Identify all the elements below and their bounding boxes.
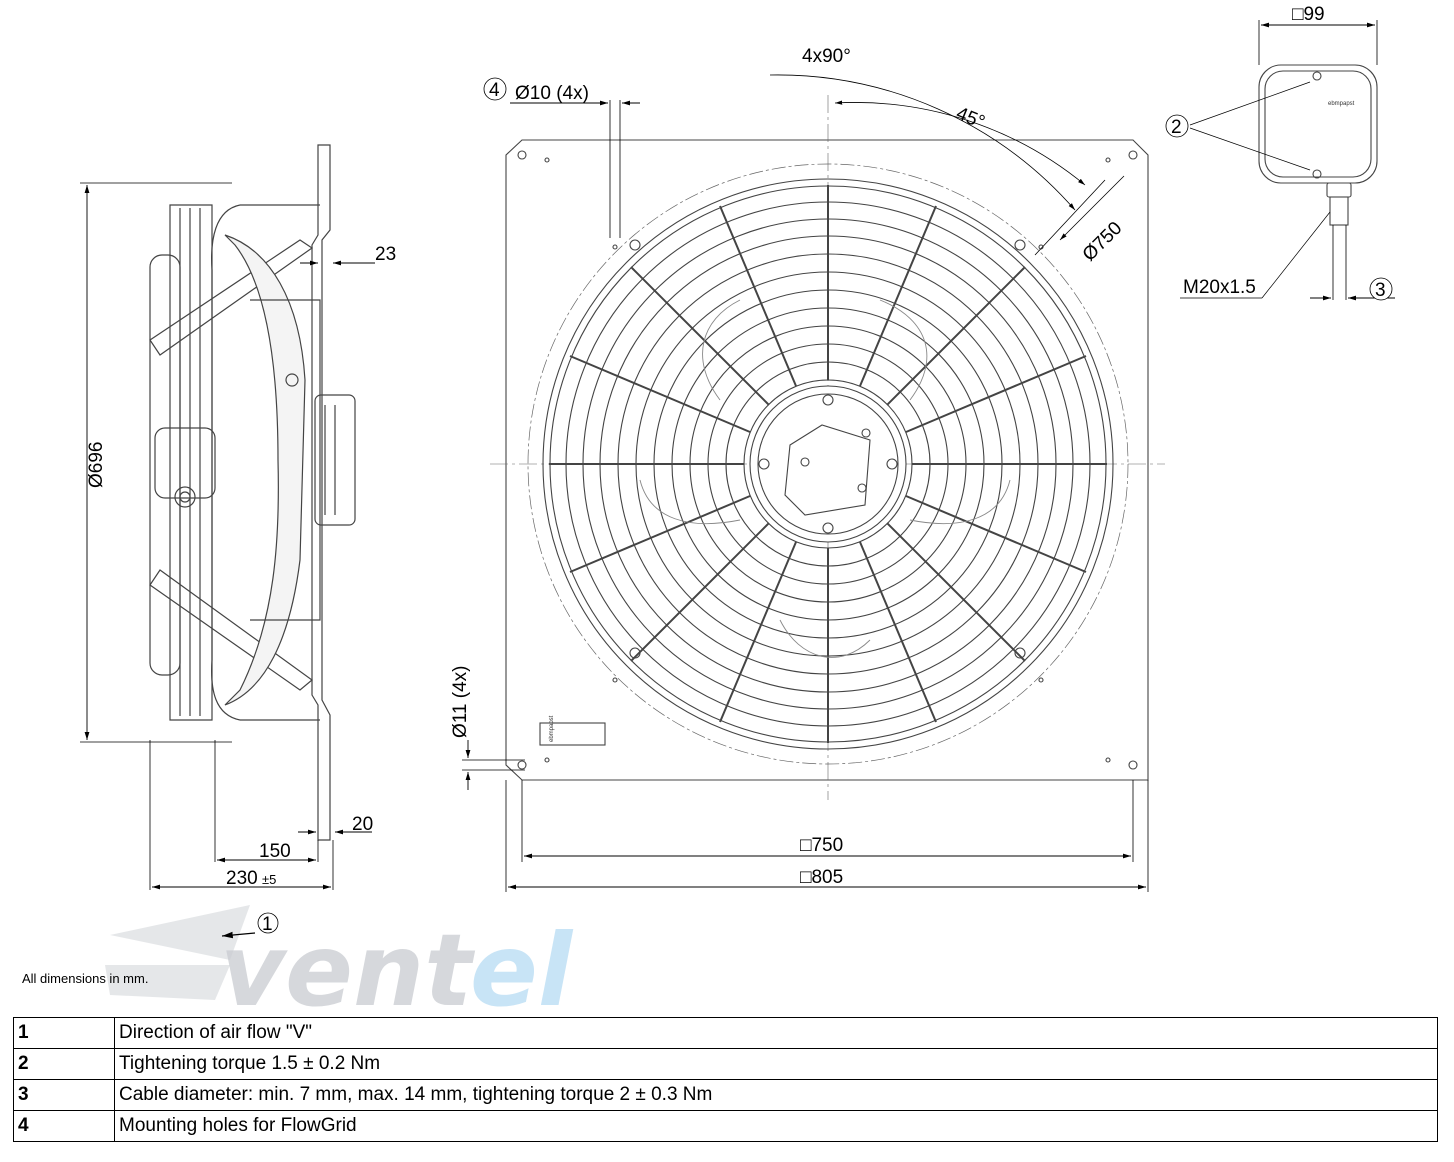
watermark: vent el xyxy=(105,905,574,1015)
callout-4: 4 xyxy=(483,77,507,101)
callout-3: 3 xyxy=(1369,277,1393,301)
svg-text:1: 1 xyxy=(262,914,273,935)
legend-text: Mounting holes for FlowGrid xyxy=(114,1110,1438,1142)
dim-box-square-99: □99 xyxy=(1292,4,1325,25)
technical-drawing: vent el xyxy=(80,4,1395,1015)
terminal-box-brand: ebmpapst xyxy=(1328,101,1355,107)
terminal-box-view xyxy=(1180,20,1395,301)
dim-cable-thread: M20x1.5 xyxy=(1183,277,1256,298)
dim-side-diameter: Ø696 xyxy=(86,442,107,488)
legend-number: 3 xyxy=(13,1079,115,1111)
svg-text:2: 2 xyxy=(1171,117,1182,138)
legend-number: 4 xyxy=(13,1110,115,1142)
callout-2: 2 xyxy=(1165,114,1189,138)
dim-side-230: 230 xyxy=(226,868,258,889)
svg-text:4: 4 xyxy=(489,80,500,101)
svg-text:3: 3 xyxy=(1375,280,1386,301)
side-view xyxy=(80,144,375,939)
dim-side-23: 23 xyxy=(375,244,396,265)
legend-text: Tightening torque 1.5 ± 0.2 Nm xyxy=(114,1048,1438,1080)
dim-front-angle: 4x90° xyxy=(802,46,851,67)
legend-text: Cable diameter: min. 7 mm, max. 14 mm, t… xyxy=(114,1079,1438,1111)
dim-front-angle-45: 45° xyxy=(953,103,988,133)
legend-text: Direction of air flow "V" xyxy=(114,1017,1438,1049)
dim-front-diameter: Ø750 xyxy=(1079,218,1127,266)
dim-front-square-805: □805 xyxy=(800,867,843,888)
watermark-vent: vent xyxy=(220,912,475,1015)
dim-front-hole-dia: Ø10 (4x) xyxy=(515,83,589,104)
label-plate-brand: ebmpapst xyxy=(549,715,555,742)
dim-front-square-750: □750 xyxy=(800,835,843,856)
dim-side-20: 20 xyxy=(352,814,373,835)
dim-side-150: 150 xyxy=(259,841,291,862)
units-note: All dimensions in mm. xyxy=(22,971,149,986)
watermark-el: el xyxy=(470,912,574,1015)
legend-number: 2 xyxy=(13,1048,115,1080)
legend-number: 1 xyxy=(13,1017,115,1049)
front-view xyxy=(462,74,1165,892)
dim-front-mount-hole: Ø11 (4x) xyxy=(450,665,471,738)
callout-1: 1 xyxy=(257,912,279,935)
dim-side-230-tolerance: ±5 xyxy=(262,872,276,887)
